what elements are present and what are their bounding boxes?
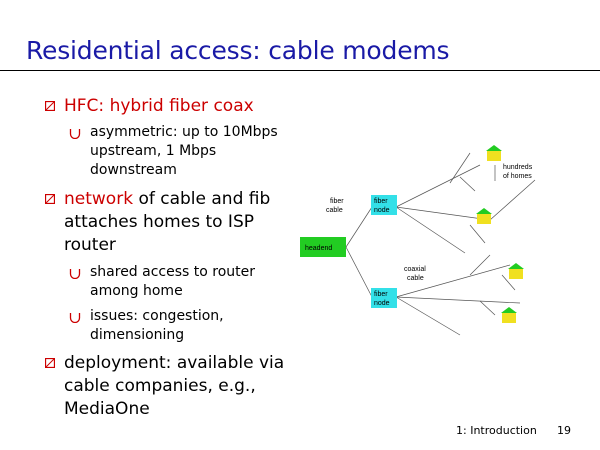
fiber-node-label: node [374, 300, 390, 307]
footer-section: 1: Introduction [456, 424, 537, 437]
bullet-line: cable companies, e.g., [64, 376, 256, 396]
fiber-node-label: fiber [374, 291, 388, 298]
sub-shared-access: shared access to router among home [69, 263, 256, 301]
slide-title: Residential access: cable modems [26, 36, 450, 65]
sub-line: downstream [90, 162, 177, 178]
fiber-cable-label: cable [326, 207, 343, 214]
bullet-line: attaches homes to ISP [64, 212, 254, 232]
bullet-line: network of cable and fib [64, 188, 270, 211]
fiber-node-lower [371, 288, 397, 308]
sub-line: among home [90, 283, 183, 299]
sub-asymmetric: asymmetric: up to 10Mbps upstream, 1 Mbp… [69, 123, 278, 180]
coaxial-cable-label: cable [407, 275, 424, 282]
headend-box [300, 237, 346, 257]
bullet-square-icon [45, 358, 55, 368]
sub-line: upstream, 1 Mbps [90, 143, 217, 159]
hundreds-of-homes-label: hundreds [503, 164, 533, 171]
bullet-line: deployment: available via [64, 353, 285, 373]
bullet-line: router [64, 235, 116, 255]
hundreds-of-homes-label: of homes [503, 173, 532, 180]
title-divider [0, 70, 600, 71]
network-rest: of cable and fib [133, 189, 271, 209]
sub-bullet-icon [69, 313, 81, 323]
fiber-node-label: fiber [374, 198, 388, 205]
fiber-cable-label: fiber [330, 198, 344, 205]
sub-line: shared access to router [90, 264, 256, 280]
sub-bullet-icon [69, 129, 81, 139]
sub-bullet-icon [69, 269, 81, 279]
bullet-square-icon [45, 101, 55, 111]
home-icon [508, 263, 524, 279]
bullet-square-icon [45, 194, 55, 204]
cable-lines [345, 152, 536, 336]
bullet-hfc: HFC: hybrid fiber coax [45, 95, 254, 118]
sub-issues: issues: congestion, dimensioning [69, 307, 224, 345]
sub-line: asymmetric: up to 10Mbps [90, 124, 278, 140]
hfc-network-diagram: headend fiber node fiber node fiber cabl… [300, 145, 536, 336]
bullet-deployment: deployment: available via cable companie… [45, 352, 285, 421]
fiber-node-upper [371, 195, 397, 215]
headend-label: headend [305, 245, 332, 252]
network-highlight: network [64, 189, 134, 209]
coaxial-cable-label: coaxial [404, 266, 426, 273]
sub-line: issues: congestion, [90, 308, 224, 324]
bullet-hfc-text: HFC: hybrid fiber coax [64, 96, 254, 116]
bullet-line: MediaOne [64, 399, 150, 419]
bullet-network: network of cable and fib attaches homes … [45, 188, 270, 257]
footer-page-number: 19 [557, 424, 571, 437]
sub-line: dimensioning [90, 327, 185, 343]
home-icon [476, 208, 492, 224]
home-icon [486, 145, 502, 161]
fiber-node-label: node [374, 207, 390, 214]
home-icon [501, 307, 517, 323]
